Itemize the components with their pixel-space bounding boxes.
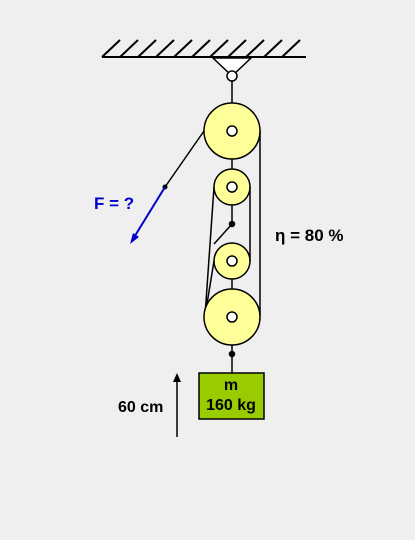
- mass-symbol: m: [224, 377, 238, 394]
- force-arrow: [130, 184, 168, 244]
- ropes: [164, 81, 261, 373]
- hanger-eye: [226, 70, 238, 82]
- ceiling-support: [101, 39, 306, 58]
- mass-block: [198, 372, 265, 420]
- pulley-large-upper: [203, 102, 261, 160]
- pulley-large-lower: [203, 288, 261, 346]
- displacement-arrow: [173, 373, 181, 437]
- force-label: F = ?: [94, 194, 134, 213]
- mass-value: 160 kg: [206, 397, 256, 414]
- efficiency-label: η = 80 %: [275, 226, 344, 245]
- pulley-small-lower: [213, 242, 251, 280]
- hanger-bracket: [211, 57, 253, 78]
- displacement-label: 60 cm: [118, 399, 163, 416]
- pulley-small-upper: [213, 168, 251, 206]
